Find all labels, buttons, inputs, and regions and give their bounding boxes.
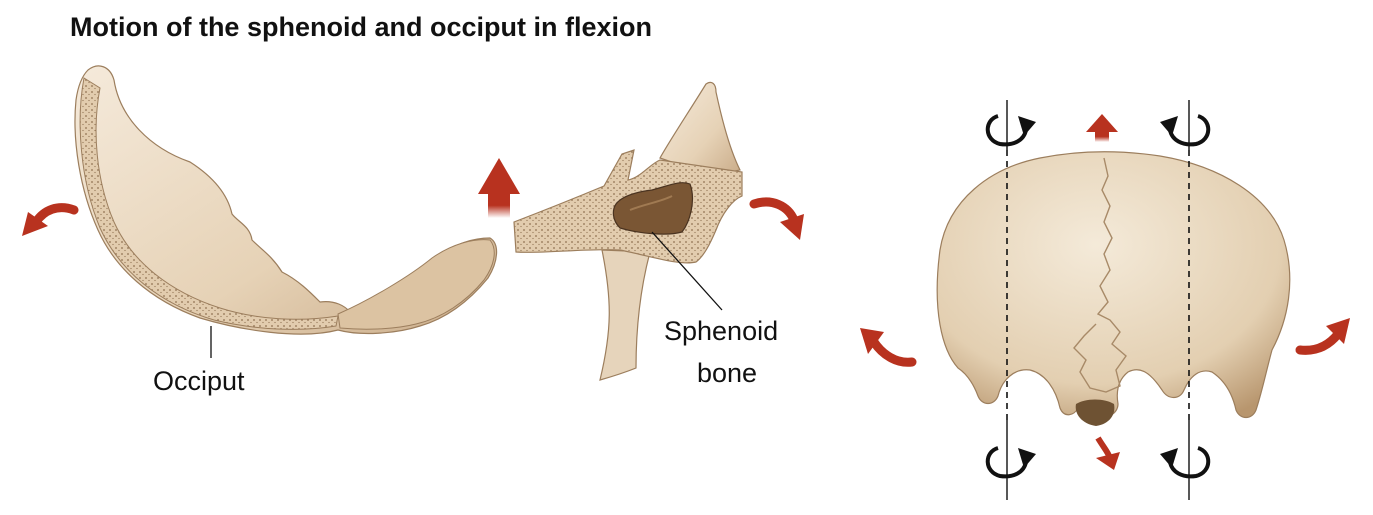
rotation-arrow-top-right <box>1160 114 1211 147</box>
skull-down-arrow <box>1095 436 1120 470</box>
sphenoid-label-line2: bone <box>697 358 757 388</box>
diagram-title: Motion of the sphenoid and occiput in fl… <box>70 12 652 42</box>
rotation-arrow-top-left <box>985 114 1036 147</box>
rotation-arrow-bottom-left <box>985 446 1036 479</box>
rotation-arrow-bottom-right <box>1160 446 1211 479</box>
sphenoid-label-line1: Sphenoid <box>664 316 778 346</box>
skull-left-arrow <box>860 328 917 367</box>
sphenoid-rotation-arrow <box>749 197 804 240</box>
sphenoid-bone <box>513 81 743 381</box>
occiput-bone <box>74 65 498 358</box>
skull-up-arrow <box>1086 114 1118 142</box>
skull-right-arrow <box>1295 318 1350 355</box>
sphenoid-up-arrow <box>478 158 520 218</box>
occiput-rotation-arrow <box>22 203 79 236</box>
occiput-label: Occiput <box>153 366 245 396</box>
skull-posterior-view <box>936 151 1291 426</box>
